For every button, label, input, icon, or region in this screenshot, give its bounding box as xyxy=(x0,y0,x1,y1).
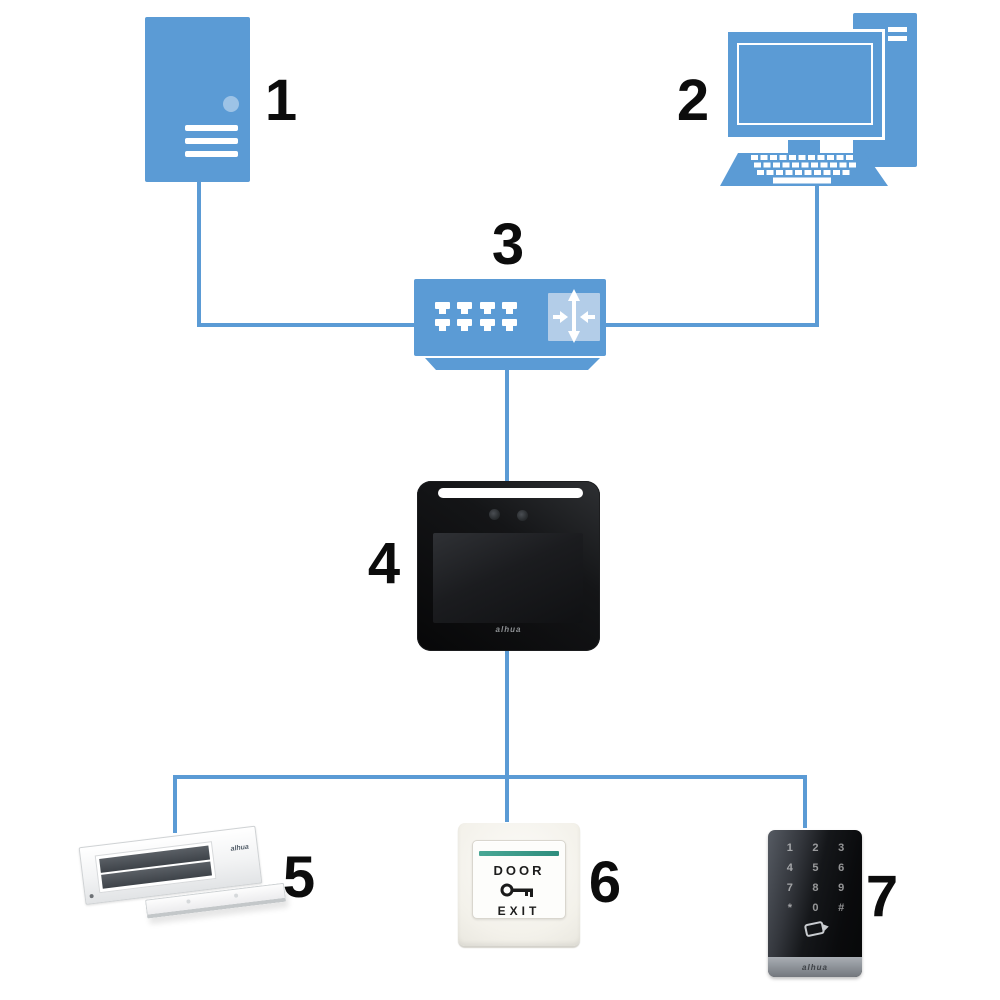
line-branch-to-exit xyxy=(505,775,509,822)
server-tower-icon xyxy=(145,17,250,182)
exit-button-stripe xyxy=(479,851,559,856)
terminal-screen xyxy=(433,533,583,623)
line-branch-horizontal xyxy=(173,775,807,779)
node-label-5: 5 xyxy=(282,845,316,910)
line-computer-drop xyxy=(815,185,819,327)
keypad-key: 1 xyxy=(786,842,793,854)
swipe-card-icon xyxy=(804,921,829,937)
line-branch-to-lock xyxy=(173,775,177,833)
keypad-key: 9 xyxy=(838,882,845,894)
exit-button-text-exit: EXIT xyxy=(497,904,541,918)
terminal-brand-logo: alhua xyxy=(495,625,522,634)
exit-button-node: DOOR EXIT xyxy=(458,823,580,946)
node-label-4: 4 xyxy=(367,531,401,596)
armature-hole xyxy=(186,899,191,904)
line-terminal-to-branch xyxy=(505,650,509,779)
reader-brand-logo: alhua xyxy=(768,957,862,977)
keypad-key: 6 xyxy=(838,862,845,874)
keypad-key: # xyxy=(838,902,845,914)
switch-node xyxy=(414,279,606,370)
maglock-brand-logo: alhua xyxy=(230,843,250,853)
network-switch-icon xyxy=(414,279,606,370)
keypad-key: * xyxy=(787,902,792,914)
keypad-key: 4 xyxy=(786,862,793,874)
keypad-key: 7 xyxy=(786,882,793,894)
desktop-computer-icon xyxy=(720,13,917,186)
keypad-key: 8 xyxy=(812,882,819,894)
node-label-1: 1 xyxy=(264,68,298,133)
maglock-magnet-face xyxy=(94,841,217,894)
line-computer-to-switch xyxy=(606,323,819,327)
line-server-drop xyxy=(197,182,201,327)
armature-hole xyxy=(233,893,239,898)
line-branch-to-reader xyxy=(803,775,807,828)
key-icon xyxy=(500,883,533,897)
keypad-key: 0 xyxy=(812,902,819,914)
node-label-7: 7 xyxy=(865,864,899,929)
maglock-screw-icon xyxy=(89,893,94,899)
server-node xyxy=(145,17,250,182)
node-label-6: 6 xyxy=(588,850,622,915)
terminal-camera-right-icon xyxy=(517,510,528,521)
terminal-light-bar xyxy=(438,488,583,498)
keypad-key: 2 xyxy=(812,842,819,854)
access-terminal-node: alhua xyxy=(417,481,600,651)
exit-button-face: DOOR EXIT xyxy=(472,840,566,919)
keypad-key: 5 xyxy=(812,862,819,874)
card-reader-node: 1 2 3 4 5 6 7 8 9 * 0 # alhua xyxy=(768,830,862,977)
line-server-to-switch xyxy=(197,323,415,327)
node-label-3: 3 xyxy=(491,212,525,277)
reader-keypad: 1 2 3 4 5 6 7 8 9 * 0 # xyxy=(777,838,854,918)
computer-node xyxy=(715,8,925,190)
line-switch-to-terminal xyxy=(505,369,509,482)
node-label-2: 2 xyxy=(676,68,710,133)
keypad-key: 3 xyxy=(838,842,845,854)
exit-button-text-door: DOOR xyxy=(493,863,545,878)
terminal-camera-left-icon xyxy=(489,509,500,520)
